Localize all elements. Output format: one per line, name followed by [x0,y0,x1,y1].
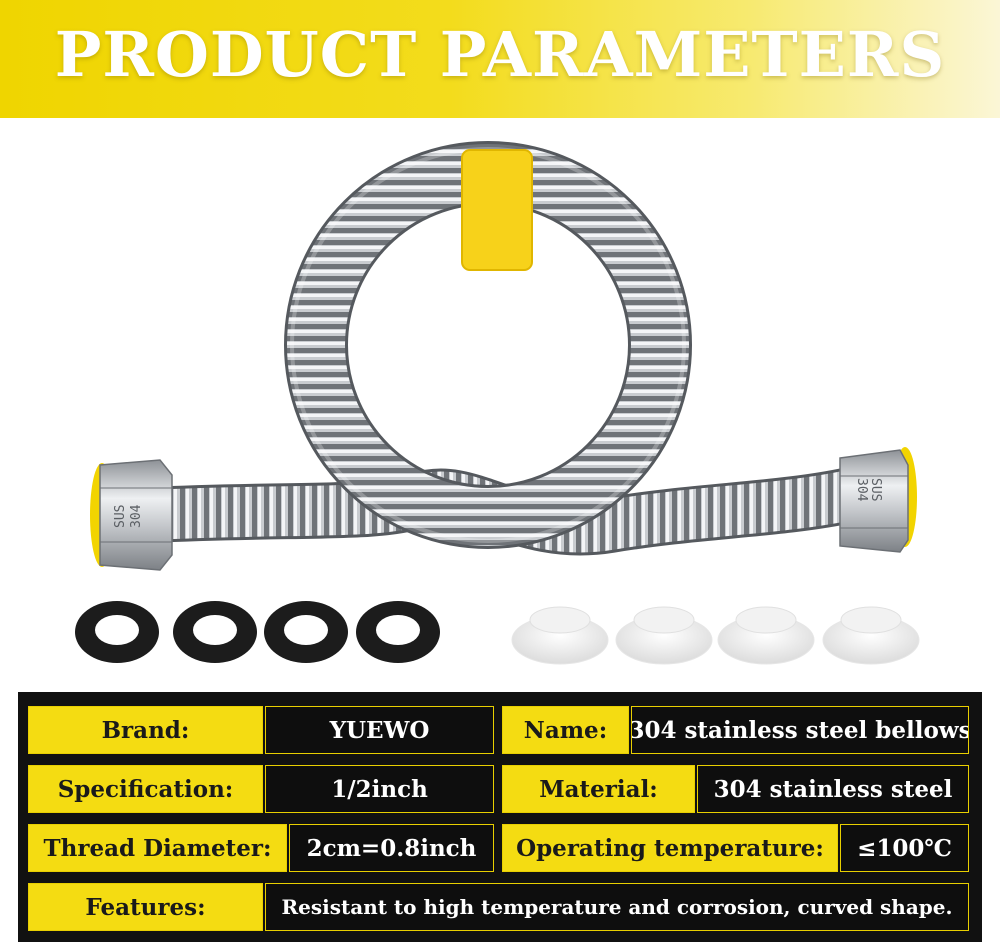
left-fitting-marking-304: 304 [129,504,144,528]
thread-diameter-label: Thread Diameter: [28,824,287,872]
features-label: Features: [28,883,263,931]
black-washer [356,601,440,663]
page-title: PRODUCT PARAMETERS [54,18,946,91]
white-gasket [717,606,815,665]
operating-temperature-label: Operating temperature: [502,824,838,872]
name-value: 304 stainless steel bellows [631,706,969,754]
left-hex-nut-fitting: SUS 304 [90,459,173,571]
specification-label: Specification: [28,765,263,813]
black-washer [264,601,348,663]
thread-diameter-value: 2cm=0.8inch [289,824,494,872]
right-fitting-marking-sus: SUS [868,478,883,501]
white-gasket [822,606,920,665]
white-plastic-gaskets [511,606,920,665]
product-photo: SUS 304 SUS 304 [75,141,920,665]
left-fitting-marking-sus: SUS [113,505,128,528]
name-label: Name: [502,706,629,754]
material-label: Material: [502,765,695,813]
features-value: Resistant to high temperature and corros… [265,883,969,931]
brand-label: Brand: [28,706,263,754]
material-value: 304 stainless steel [697,765,969,813]
right-fitting-marking-304: 304 [854,478,869,502]
title-banner: PRODUCT PARAMETERS [0,0,1000,118]
specification-table: Brand: YUEWO Name: 304 stainless steel b… [18,692,982,942]
specification-value: 1/2inch [265,765,494,813]
yellow-protective-band [461,149,533,271]
operating-temperature-value: ≤100℃ [840,824,969,872]
black-washer [173,601,257,663]
black-rubber-washers [75,601,440,663]
brand-value: YUEWO [265,706,494,754]
white-gasket [511,606,609,665]
right-hex-nut-fitting: SUS 304 [839,447,917,553]
black-washer [75,601,159,663]
white-gasket [615,606,713,665]
